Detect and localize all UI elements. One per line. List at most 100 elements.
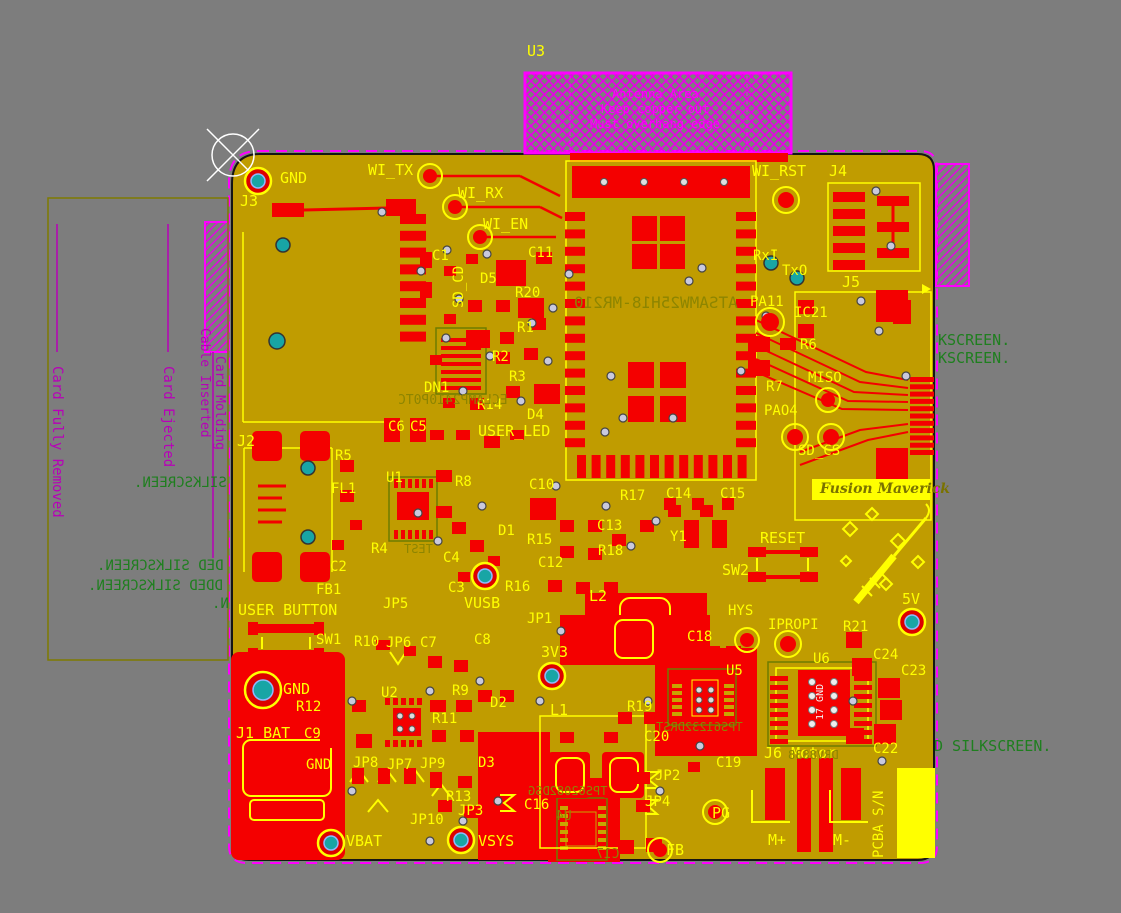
smd-pad [604,582,618,594]
pcb-rect [897,768,935,858]
pcb-rect [565,316,585,326]
smd-pad [604,732,618,743]
pcb-path [889,532,907,550]
smd-pad [688,762,700,772]
via [736,366,746,376]
smd-pad [332,540,344,550]
pcb-rect [876,448,908,480]
smd-pad [534,384,560,404]
pcb-rect [394,530,398,539]
smd-pad [548,580,562,592]
pcb-rect [602,752,644,798]
pcb-path [500,794,517,812]
pcb-circle [830,692,838,700]
smd-pad [560,732,574,743]
ring-pad [815,387,841,413]
pcb-rect [635,455,645,478]
pcb-rect [565,212,585,221]
pcb-rect [441,378,481,382]
pcb-rect [833,209,865,219]
pcb-path [258,484,286,524]
pcb-rect [910,428,934,434]
pcb-rect [560,822,568,826]
smd-pad [700,505,713,517]
smd-pad [436,470,452,482]
pcb-rect [736,386,756,395]
pcb-rect [570,153,788,162]
pcb-rect [736,403,756,413]
pcb-rect [47,197,229,661]
ring-pad [734,627,760,653]
pcb-rect [300,552,330,582]
pcb-rect [833,192,865,202]
via [848,696,858,706]
ring-pad-center [653,843,667,857]
via [482,249,492,259]
pcb-rect [386,199,416,216]
pcb-rect [833,226,865,236]
pcb-rect [724,712,734,716]
smd-pad [410,418,426,442]
pcb-rect [385,740,390,747]
pcb-rect [854,676,872,681]
ring-pad-center [448,200,462,214]
smd-pad [712,520,727,548]
pcb-rect [854,685,872,690]
pcb-rect [400,214,426,224]
smd-pad [748,336,770,352]
through-hole-drill [323,835,339,851]
pcb-rect [565,299,585,308]
via [347,786,357,796]
pcb-artwork-layer [47,71,970,864]
pcb-rect [252,431,282,461]
pcb-rect [672,684,682,688]
through-hole-drill [252,679,274,701]
smd-pad [430,355,442,365]
smd-pad [705,646,720,664]
smd-pad [456,700,472,712]
pcb-rect [272,203,304,217]
pcb-rect [314,622,324,635]
smd-pad [466,330,490,348]
via [458,816,468,826]
via [877,756,887,766]
pcb-rect [736,351,756,361]
pcb-rect [565,403,585,413]
pcb-rect [565,351,585,361]
pcb-rect [724,684,734,688]
smd-pad [722,498,734,510]
ring-pad [817,423,845,451]
via [606,371,616,381]
via [901,371,911,381]
smd-pad [636,800,650,812]
ring-pad-center [761,313,779,331]
smd-pad [458,776,472,788]
smd-pad [780,338,796,350]
smd-pad [320,734,336,748]
smd-pad [478,690,492,702]
pcb-rect [417,740,422,747]
pcb-rect [441,370,481,374]
pcb-path [829,790,868,823]
pcb-rect [910,420,934,426]
pcb-line [519,174,561,198]
pcb-circle [808,678,816,686]
via [684,276,694,286]
pcb-path [892,517,928,557]
pcb-rect [798,670,850,736]
smd-pad [466,254,478,264]
smd-pad [430,430,444,440]
smd-pad [430,772,442,788]
pcb-rect [565,420,585,430]
ring-pad-center [708,805,722,819]
smd-pad [500,332,514,344]
via [655,786,665,796]
via [601,501,611,511]
ring-pad [442,194,468,220]
pcb-rect [736,316,756,326]
smd-pad [470,540,484,552]
pcb-rect [736,264,756,274]
pcb-rect [415,479,419,488]
pcb-rect [400,230,426,241]
